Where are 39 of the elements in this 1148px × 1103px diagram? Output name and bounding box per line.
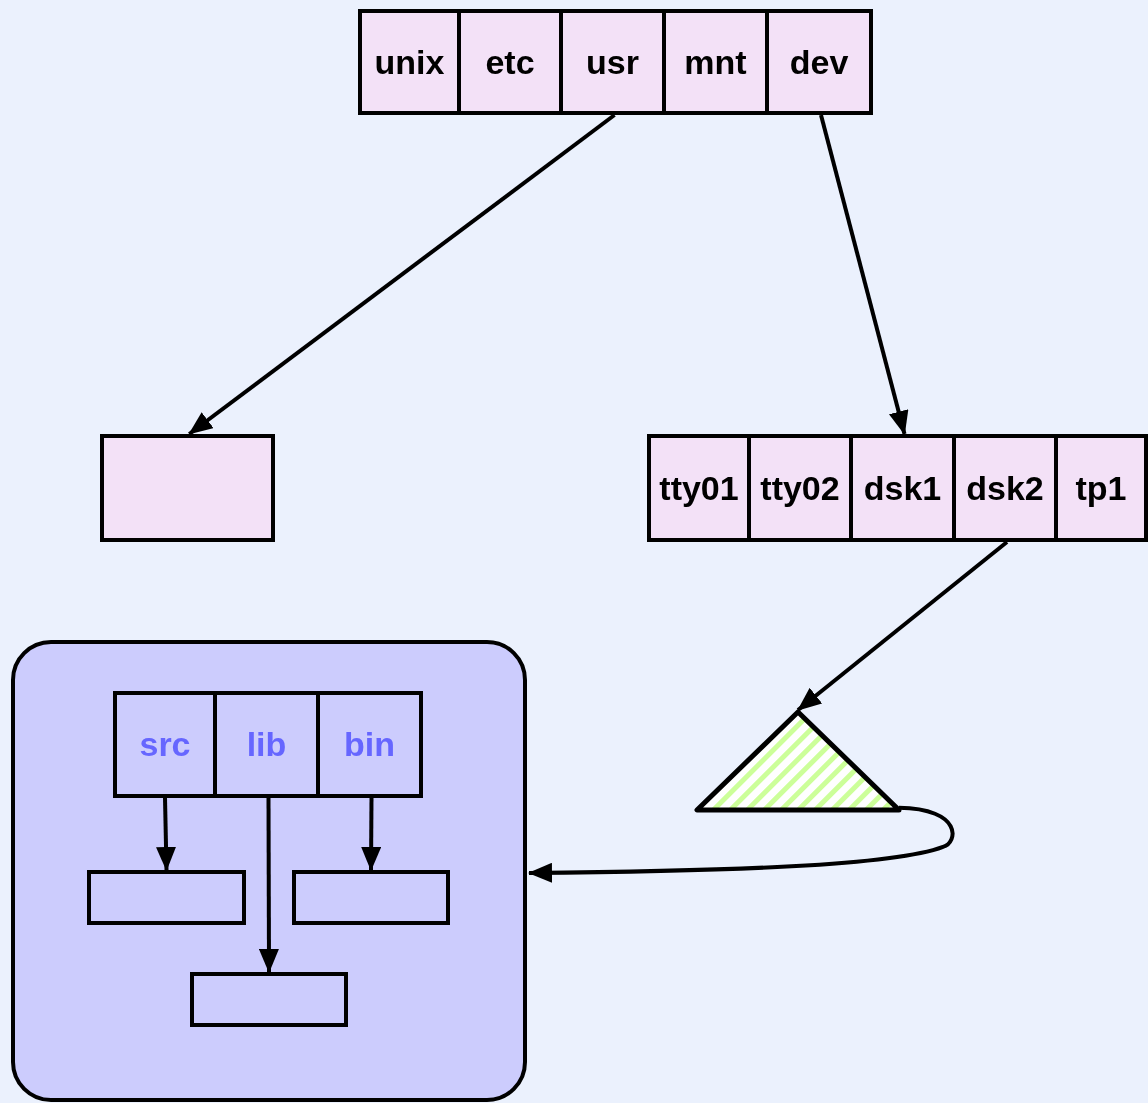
arrow [188,113,616,436]
record-cell [358,9,461,115]
directory-panel [11,640,527,1102]
directory-name: unix [374,42,445,82]
record-cell [113,691,217,798]
arrow [528,805,955,883]
directory-name: usr [586,42,639,82]
record-cell [751,434,853,542]
directory-name: dsk2 [966,468,1044,508]
record-cell [1058,434,1148,542]
arrow [361,798,382,871]
empty-box [87,870,246,925]
directory-name: tty02 [760,468,840,508]
record-cell [666,9,769,115]
record-cell [563,9,666,115]
triangle-shape [693,708,903,814]
arrow [796,540,1009,712]
record-cell [647,434,751,542]
empty-box [190,972,348,1027]
directory-name: tty01 [659,468,739,508]
arrow [156,797,176,871]
arrow [819,114,909,435]
directory-name: lib [246,725,287,764]
record-cell [217,691,320,798]
record-cell [320,691,423,798]
directory-name: dsk1 [863,468,942,508]
directory-name: etc [485,42,535,82]
directory-name: src [139,725,191,764]
directory-name: mnt [684,42,747,82]
record-cell [461,9,563,115]
empty-box [292,870,450,925]
record-cell [853,434,956,542]
directory-name: tp1 [1075,468,1127,508]
record-cell [956,434,1058,542]
arrow [258,798,279,973]
directory-name: bin [344,725,395,764]
directory-name: dev [789,42,849,82]
record-cell [769,9,873,115]
empty-box [100,434,275,542]
